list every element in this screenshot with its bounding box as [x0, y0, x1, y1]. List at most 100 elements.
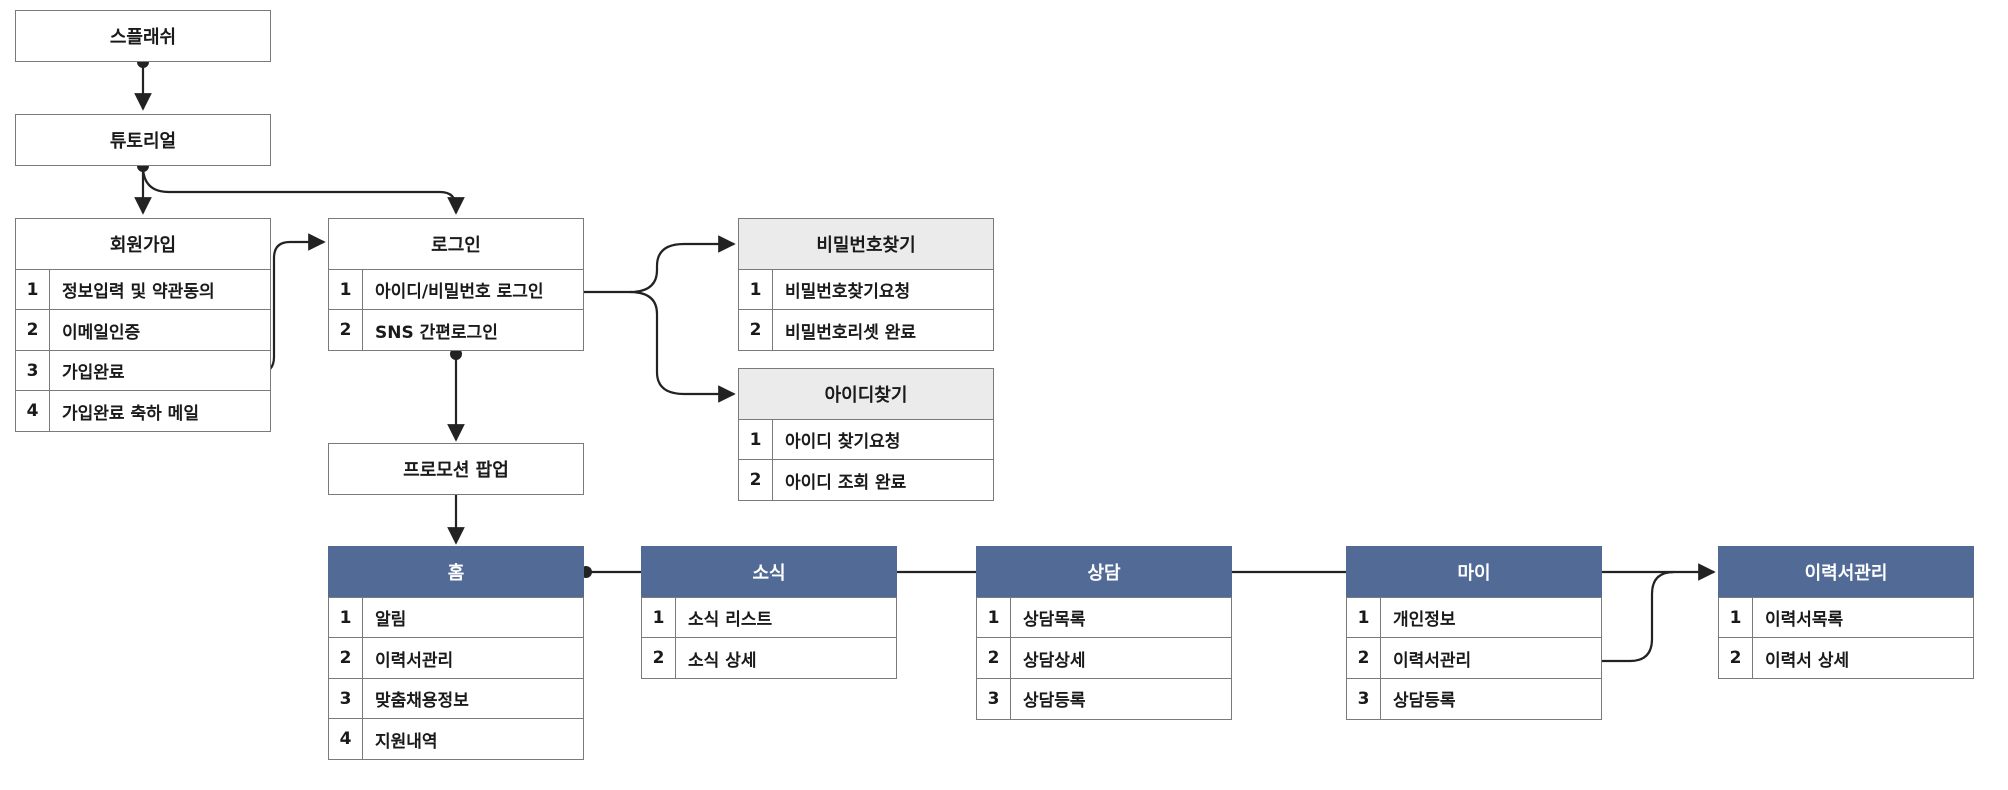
- find-password-row: 2 비밀번호리셋 완료: [738, 309, 994, 351]
- node-resume: 이력서관리 1 이력서목록 2 이력서 상세: [1718, 546, 1974, 679]
- login-row: 2 SNS 간편로그인: [328, 309, 584, 351]
- connector-login-findpw: [574, 235, 736, 294]
- row-label: 이메일인증: [62, 322, 141, 343]
- home-title: 홈: [328, 546, 584, 598]
- consult-row: 3 상담등록: [976, 677, 1232, 720]
- row-number: 1: [329, 269, 363, 310]
- signup-row: 1 정보입력 및 약관동의: [15, 268, 271, 311]
- row-number: 2: [739, 460, 773, 500]
- resume-title: 이력서관리: [1718, 546, 1974, 598]
- find-password-title: 비밀번호찾기: [738, 218, 994, 270]
- node-login: 로그인 1 아이디/비밀번호 로그인 2 SNS 간편로그인: [328, 218, 584, 351]
- signup-title: 회원가입: [15, 218, 271, 270]
- row-label: 소식 상세: [688, 650, 757, 671]
- row-label: 상담등록: [1393, 691, 1456, 711]
- my-row: 1 개인정보: [1346, 596, 1602, 639]
- row-label: 개인정보: [1393, 610, 1456, 630]
- connector-myresume-resume: [1580, 570, 1675, 663]
- promotion-title: 프로모션 팝업: [328, 443, 584, 495]
- row-number: 1: [1719, 597, 1753, 638]
- row-label: 비밀번호리셋 완료: [785, 322, 917, 343]
- news-row: 1 소식 리스트: [641, 596, 897, 639]
- row-number: 1: [977, 597, 1011, 638]
- home-row: 3 맞춤채용정보: [328, 677, 584, 720]
- row-label: 맞춤채용정보: [375, 691, 469, 711]
- my-row: 3 상담등록: [1346, 677, 1602, 720]
- row-number: 2: [329, 310, 363, 350]
- connector-tutorial-login: [141, 165, 465, 215]
- row-label: 아이디 찾기요청: [785, 432, 901, 452]
- row-label: 상담등록: [1023, 691, 1086, 711]
- row-number: 2: [16, 310, 50, 350]
- consult-row: 1 상담목록: [976, 596, 1232, 639]
- row-label: 정보입력 및 약관동의: [62, 282, 215, 302]
- find-id-row: 2 아이디 조회 완료: [738, 459, 994, 501]
- consult-title: 상담: [976, 546, 1232, 598]
- node-consult: 상담 1 상담목록 2 상담상세 3 상담등록: [976, 546, 1232, 720]
- splash-title: 스플래쉬: [15, 10, 271, 62]
- node-find-password: 비밀번호찾기 1 비밀번호찾기요청 2 비밀번호리셋 완료: [738, 218, 994, 351]
- signup-row: 2 이메일인증: [15, 309, 271, 351]
- row-number: 4: [16, 391, 50, 431]
- row-number: 3: [329, 678, 363, 719]
- node-my: 마이 1 개인정보 2 이력서관리 3 상담등록: [1346, 546, 1602, 720]
- row-number: 2: [642, 638, 676, 678]
- node-news: 소식 1 소식 리스트 2 소식 상세: [641, 546, 897, 679]
- row-number: 2: [977, 638, 1011, 678]
- row-number: 1: [16, 269, 50, 310]
- row-label: 아이디 조회 완료: [785, 472, 907, 493]
- row-label: 이력서관리: [375, 650, 454, 671]
- row-number: 2: [739, 310, 773, 350]
- connector-login-findid: [629, 290, 736, 403]
- row-label: 소식 리스트: [688, 610, 773, 630]
- row-number: 2: [1719, 638, 1753, 678]
- row-number: 3: [16, 350, 50, 391]
- row-label: 알림: [375, 610, 407, 630]
- row-label: 이력서목록: [1765, 610, 1844, 630]
- row-label: 비밀번호찾기요청: [785, 282, 911, 302]
- node-promotion-popup: 프로모션 팝업: [328, 443, 584, 495]
- node-home: 홈 1 알림 2 이력서관리 3 맞춤채용정보 4 지원내역: [328, 546, 584, 760]
- row-number: 4: [329, 719, 363, 759]
- home-row: 4 지원내역: [328, 718, 584, 760]
- row-number: 1: [329, 597, 363, 638]
- row-number: 3: [977, 678, 1011, 719]
- row-number: 1: [1347, 597, 1381, 638]
- login-title: 로그인: [328, 218, 584, 270]
- row-label: 가입완료 축하 메일: [62, 403, 199, 424]
- row-number: 1: [642, 597, 676, 638]
- resume-row: 2 이력서 상세: [1718, 637, 1974, 679]
- tutorial-title: 튜토리얼: [15, 114, 271, 166]
- row-label: 이력서 상세: [1765, 650, 1850, 671]
- row-label: 가입완료: [62, 363, 125, 383]
- find-password-row: 1 비밀번호찾기요청: [738, 268, 994, 311]
- news-row: 2 소식 상세: [641, 637, 897, 679]
- row-label: SNS 간편로그인: [375, 322, 498, 343]
- login-row: 1 아이디/비밀번호 로그인: [328, 268, 584, 311]
- row-label: 이력서관리: [1393, 650, 1472, 671]
- find-id-row: 1 아이디 찾기요청: [738, 418, 994, 461]
- my-title: 마이: [1346, 546, 1602, 598]
- row-label: 지원내역: [375, 731, 438, 752]
- row-number: 2: [1347, 638, 1381, 678]
- signup-row: 4 가입완료 축하 메일: [15, 390, 271, 432]
- row-number: 3: [1347, 678, 1381, 719]
- node-find-id: 아이디찾기 1 아이디 찾기요청 2 아이디 조회 완료: [738, 368, 994, 501]
- node-splash: 스플래쉬: [15, 10, 271, 62]
- row-label: 아이디/비밀번호 로그인: [375, 282, 544, 302]
- signup-row: 3 가입완료: [15, 349, 271, 392]
- row-number: 1: [739, 269, 773, 310]
- news-title: 소식: [641, 546, 897, 598]
- row-label: 상담상세: [1023, 650, 1086, 671]
- home-row: 2 이력서관리: [328, 637, 584, 679]
- home-row: 1 알림: [328, 596, 584, 639]
- row-number: 1: [739, 419, 773, 460]
- my-row: 2 이력서관리: [1346, 637, 1602, 679]
- node-tutorial: 튜토리얼: [15, 114, 271, 166]
- resume-row: 1 이력서목록: [1718, 596, 1974, 639]
- node-signup: 회원가입 1 정보입력 및 약관동의 2 이메일인증 3 가입완료 4 가입완료 축하 …: [15, 218, 271, 432]
- row-number: 2: [329, 638, 363, 678]
- consult-row: 2 상담상세: [976, 637, 1232, 679]
- row-label: 상담목록: [1023, 610, 1086, 630]
- find-id-title: 아이디찾기: [738, 368, 994, 420]
